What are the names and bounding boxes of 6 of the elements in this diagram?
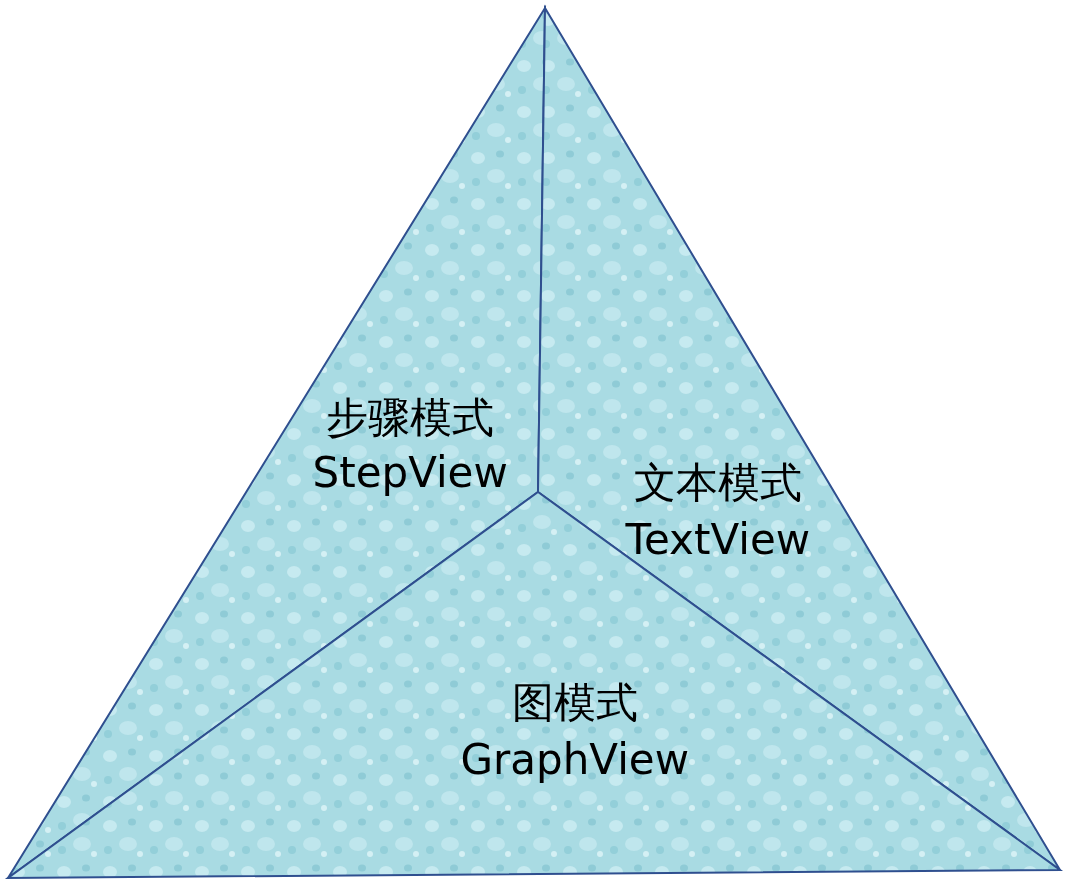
mode-subtitle: TextView: [625, 513, 811, 566]
mode-subtitle: GraphView: [460, 733, 689, 786]
mode-title: 文本模式: [634, 456, 802, 509]
mode-title: 步骤模式: [326, 391, 494, 444]
mode-subtitle: StepView: [312, 446, 508, 499]
mode-title: 图模式: [512, 676, 638, 729]
